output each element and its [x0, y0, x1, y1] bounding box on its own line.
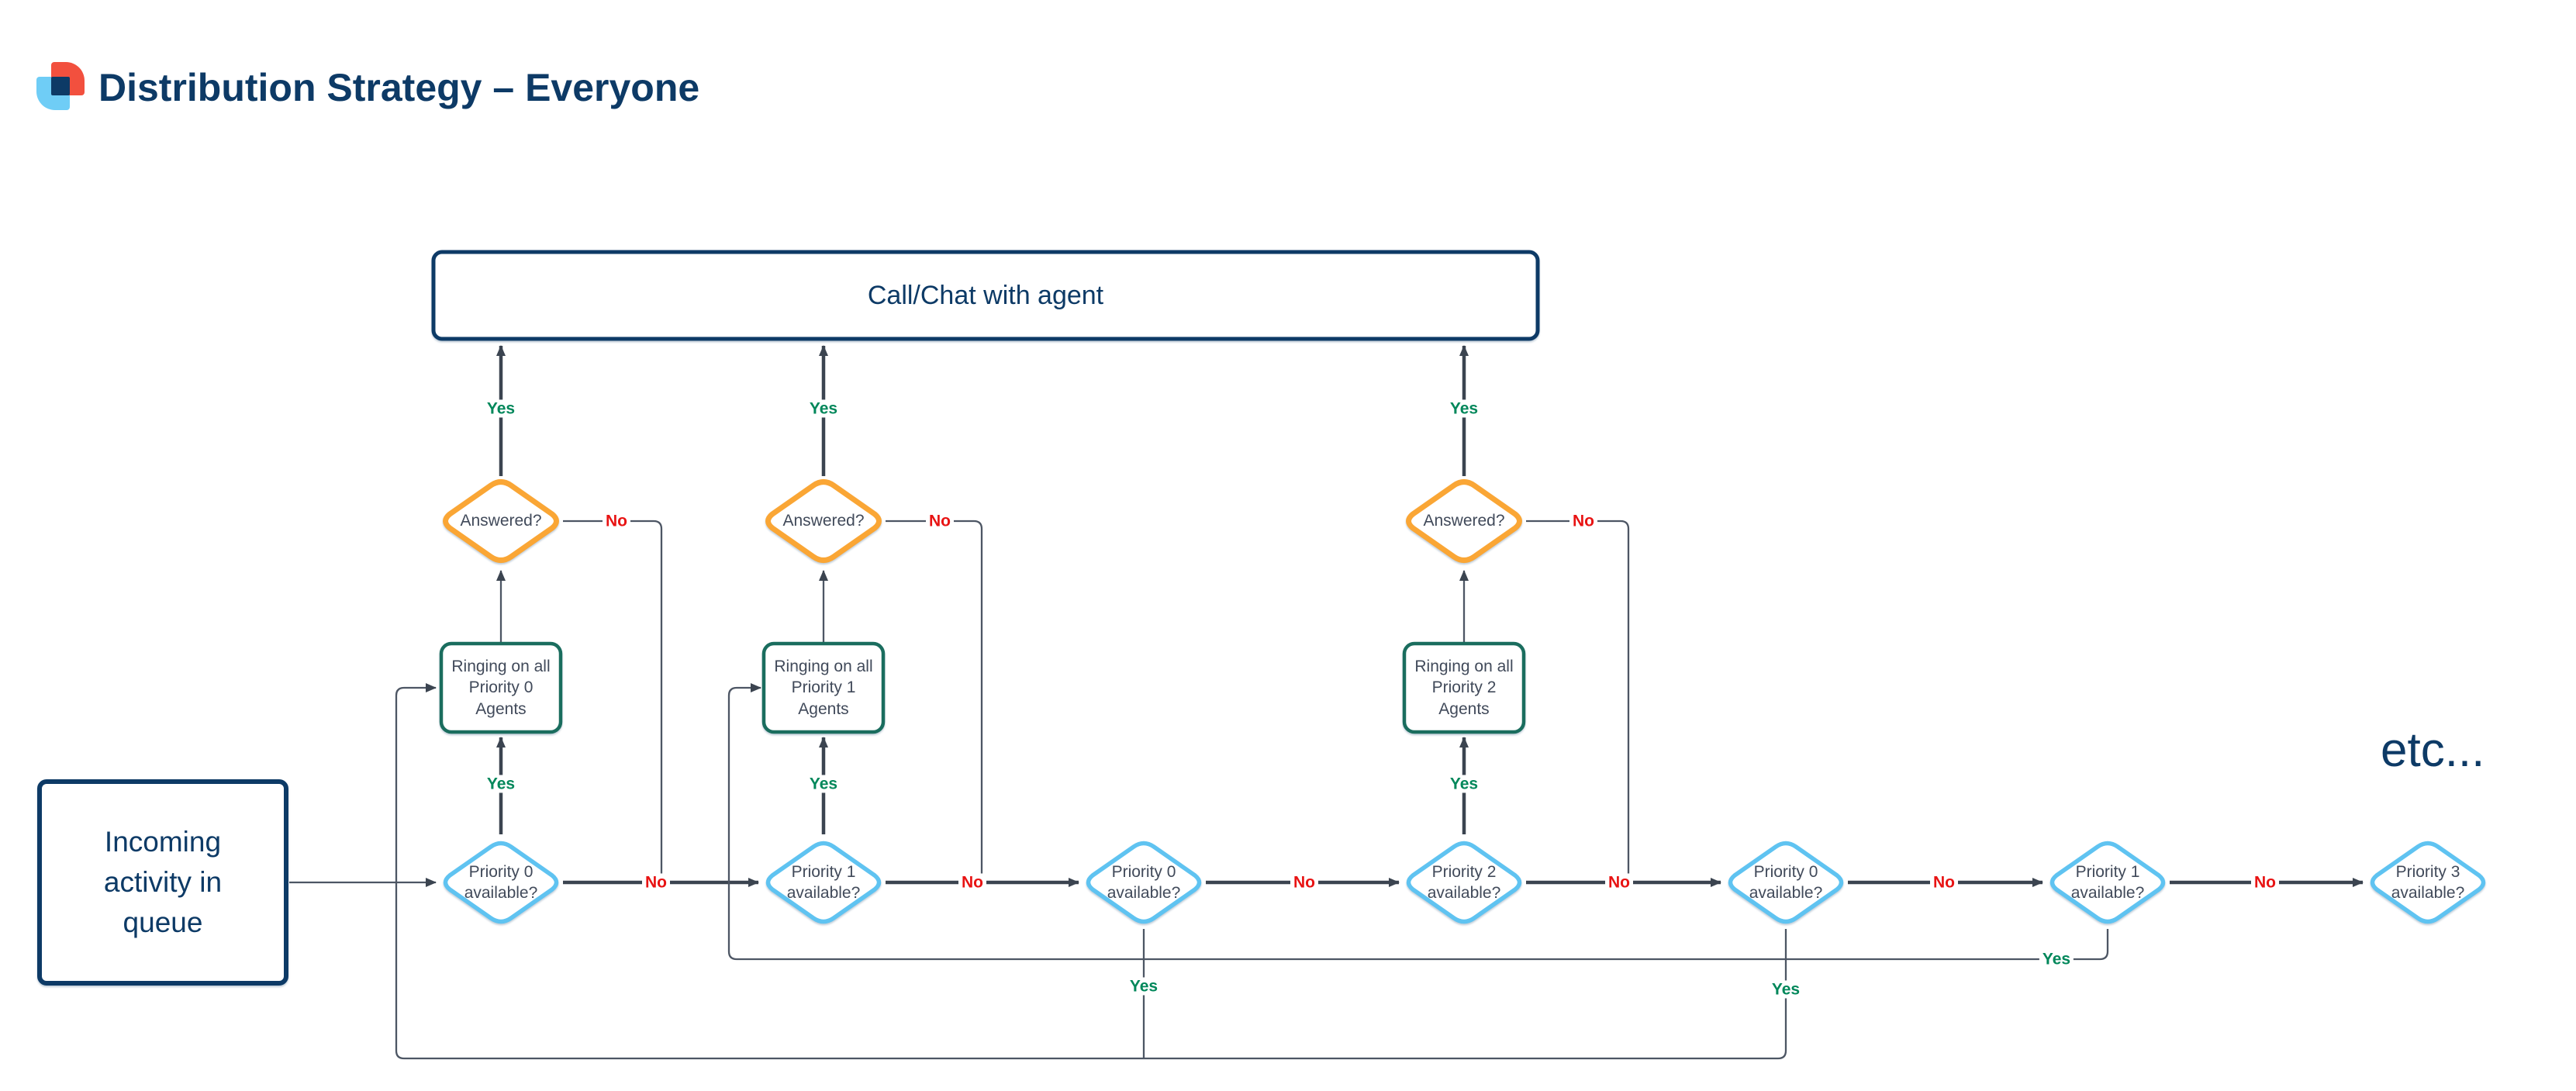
- edge-label-yes: Yes: [1768, 980, 1804, 999]
- decision-shape-blue: [2370, 841, 2486, 924]
- decision-shape-blue: [1728, 841, 1844, 924]
- ringing-label: Ringing on all Priority 2 Agents: [1414, 658, 1514, 718]
- node-ringing-priority-0[interactable]: Ringing on all Priority 0 Agents: [439, 641, 563, 734]
- connector-answered1-no-loop: [563, 520, 663, 881]
- connector-answered3-no-loop: [1526, 520, 1630, 881]
- answered-label: Answered?: [1423, 512, 1505, 530]
- answered-label: Answered?: [460, 512, 542, 530]
- incoming-activity-label: Incoming activity in queue: [103, 826, 223, 938]
- connector-answered2-no-loop: [886, 520, 983, 881]
- availability-label: Priority 1 available?: [2070, 862, 2145, 902]
- answered-label: Answered?: [782, 512, 865, 530]
- edge-label-yes: Yes: [483, 399, 519, 418]
- secondary-connectors: [289, 520, 2109, 1060]
- node-availability-7[interactable]: Priority 3 available?: [2366, 836, 2490, 929]
- main-flow-connectors: [496, 345, 2364, 887]
- decision-shape-orange: [765, 479, 882, 563]
- edge-label-yes: Yes: [806, 399, 841, 418]
- edge-label-no: No: [1290, 873, 1318, 892]
- edge-label-yes: Yes: [1446, 399, 1482, 418]
- availability-label: Priority 1 available?: [786, 862, 861, 902]
- edge-label-no: No: [1569, 512, 1597, 530]
- app-logo: [36, 62, 85, 110]
- decision-shape-blue: [443, 841, 559, 924]
- edge-label-yes: Yes: [1446, 775, 1482, 793]
- edge-label-no: No: [958, 873, 986, 892]
- page-title: Distribution Strategy – Everyone: [98, 66, 700, 109]
- decision-shape-blue: [1086, 841, 1202, 924]
- node-incoming-activity[interactable]: Incoming activity in queue: [36, 779, 289, 986]
- node-availability-1[interactable]: Priority 0 available?: [439, 836, 563, 929]
- node-availability-5[interactable]: Priority 0 available?: [1724, 836, 1848, 929]
- decision-shape-blue: [1406, 841, 1522, 924]
- node-availability-4[interactable]: Priority 2 available?: [1402, 836, 1526, 929]
- edge-label-no: No: [642, 873, 670, 892]
- terminator-shape: [431, 250, 1540, 341]
- node-availability-2[interactable]: Priority 1 available?: [761, 836, 886, 929]
- decision-shape-blue: [2049, 841, 2166, 924]
- availability-label: Priority 0 available?: [1107, 862, 1181, 902]
- logo-navy-square: [51, 77, 70, 95]
- node-answered-1[interactable]: Answered?: [439, 475, 563, 568]
- connector-avail5-yes-loop-to-ringing1: [395, 683, 1787, 1060]
- edge-label-no: No: [1605, 873, 1633, 892]
- etc-annotation: etc...: [2381, 723, 2485, 777]
- edge-label-yes: Yes: [806, 775, 841, 793]
- availability-label: Priority 2 available?: [1427, 862, 1501, 902]
- process-shape-teal: [761, 641, 886, 734]
- process-shape-teal: [439, 641, 563, 734]
- edge-label-no: No: [926, 512, 954, 530]
- decision-shape-orange: [443, 479, 559, 563]
- edge-label-no: No: [1930, 873, 1958, 892]
- availability-label: Priority 0 available?: [1749, 862, 1823, 902]
- node-ringing-priority-1[interactable]: Ringing on all Priority 1 Agents: [761, 641, 886, 734]
- node-availability-6[interactable]: Priority 1 available?: [2046, 836, 2170, 929]
- node-ringing-priority-2[interactable]: Ringing on all Priority 2 Agents: [1402, 641, 1526, 734]
- decision-shape-orange: [1406, 479, 1522, 563]
- call-chat-label: Call/Chat with agent: [867, 280, 1104, 310]
- edge-label-yes: Yes: [2039, 950, 2074, 968]
- edge-label-no: No: [2251, 873, 2279, 892]
- availability-label: Priority 3 available?: [2391, 862, 2465, 902]
- process-shape-teal: [1402, 641, 1526, 734]
- edge-label-no: No: [603, 512, 630, 530]
- availability-label: Priority 0 available?: [464, 862, 538, 902]
- edge-label-yes: Yes: [483, 775, 519, 793]
- connector-avail6-yes-loop-to-ringing2: [727, 683, 2109, 961]
- node-availability-3[interactable]: Priority 0 available?: [1082, 836, 1206, 929]
- decision-shape-blue: [765, 841, 882, 924]
- edge-label-yes: Yes: [1126, 977, 1162, 996]
- ringing-label: Ringing on all Priority 1 Agents: [774, 658, 873, 718]
- node-answered-2[interactable]: Answered?: [761, 475, 886, 568]
- start-shape: [37, 779, 288, 986]
- node-answered-3[interactable]: Answered?: [1402, 475, 1526, 568]
- ringing-label: Ringing on all Priority 0 Agents: [451, 658, 551, 718]
- node-call-chat-with-agent[interactable]: Call/Chat with agent: [431, 250, 1540, 341]
